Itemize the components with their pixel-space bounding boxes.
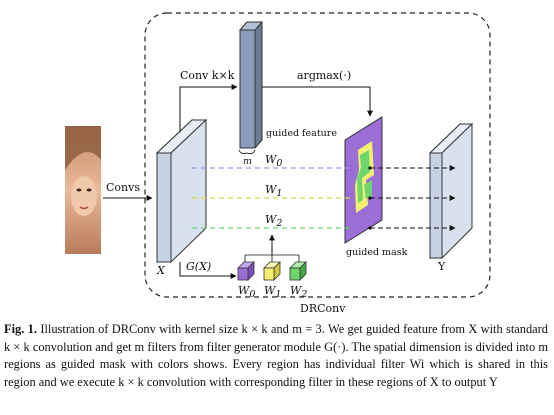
m-label: m — [243, 156, 252, 167]
y-label: Y — [437, 260, 446, 273]
caption-prefix: Fig. 1. — [4, 322, 37, 336]
guided-feature-sheet — [238, 21, 264, 149]
x-label: X — [156, 264, 166, 277]
w1-line-label: W1 — [265, 183, 282, 199]
guided-feature-label: guided feature — [266, 128, 337, 139]
drconv-diagram: Convs X Conv k×k guided feature m argmax… — [65, 12, 491, 315]
filter-cube-w0 — [237, 261, 255, 281]
filter-cube-w1 — [263, 261, 281, 281]
caption-text: Illustration of DRConv with kernel size … — [4, 322, 548, 389]
drconv-boundary — [144, 12, 491, 298]
guided-mask — [344, 116, 383, 244]
conv-label: Conv k×k — [180, 69, 235, 82]
filter-cube-w2 — [289, 261, 307, 281]
conv-path — [179, 84, 238, 132]
input-face-image — [65, 126, 101, 254]
x-tensor — [155, 118, 208, 264]
m-brace — [238, 149, 256, 154]
convs-label: Convs — [106, 181, 140, 194]
w0-line-label: W0 — [265, 153, 282, 169]
drconv-label: DRConv — [300, 302, 346, 315]
y-tensor — [428, 122, 474, 260]
gx-path — [179, 262, 237, 279]
argmax-label: argmax(·) — [297, 69, 351, 82]
w2-line-label: W2 — [265, 213, 282, 229]
gx-label: G(X) — [186, 260, 211, 273]
figure-caption: Fig. 1. Illustration of DRConv with kern… — [4, 321, 548, 391]
guided-mask-label: guided mask — [346, 247, 408, 258]
argmax-path — [262, 86, 373, 117]
